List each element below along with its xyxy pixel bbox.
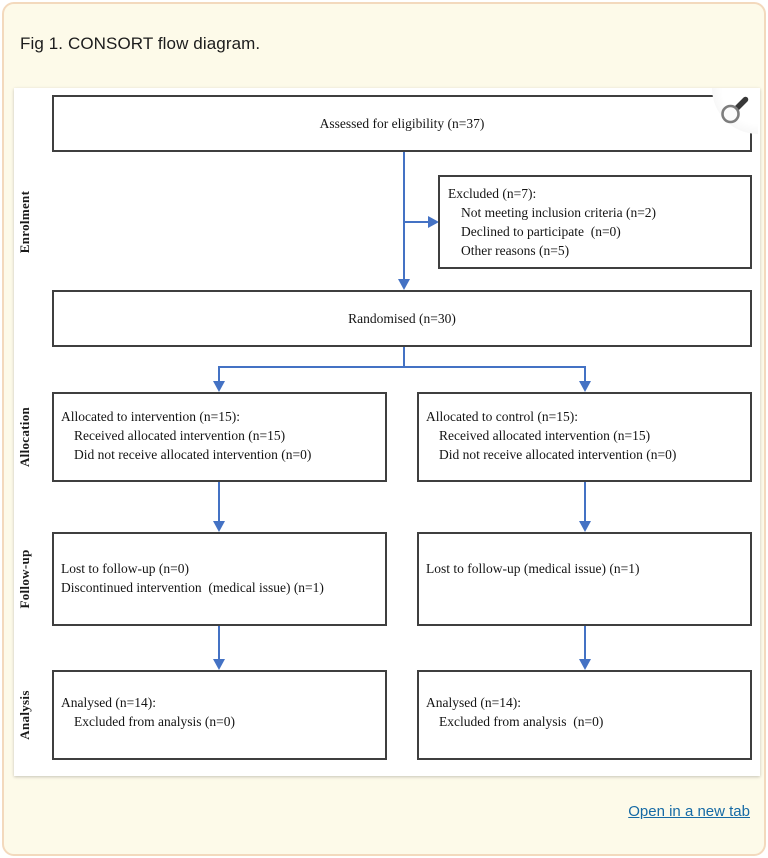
box-allocated-to-control: Allocated to control (n=15): Received al… [417, 392, 752, 482]
arrow-to-alloc-right-head [579, 381, 591, 392]
arrow-followup-to-analysis-right-head [579, 659, 591, 670]
box-randomised: Randomised (n=30) [52, 290, 752, 347]
box-analysis-intervention: Analysed (n=14): Excluded from analysis … [52, 670, 387, 760]
consort-diagram: Enrolment Allocation Follow-up Analysis … [14, 88, 760, 776]
stage-label-followup: Follow-up [17, 549, 32, 609]
box-assessed-for-eligibility: Assessed for eligibility (n=37) [52, 95, 752, 152]
arrow-assessed-to-randomised-line [403, 152, 405, 279]
box-text: Assessed for eligibility (n=37) [319, 116, 485, 131]
box-text: Received allocated intervention (n=15) [439, 428, 651, 443]
arrow-assessed-to-randomised-head [398, 279, 410, 290]
box-followup-intervention: Lost to follow-up (n=0) Discontinued int… [52, 532, 387, 626]
arrow-alloc-to-followup-right-head [579, 521, 591, 532]
stage-label-analysis: Analysis [17, 690, 32, 740]
box-text: Excluded from analysis (n=0) [74, 714, 235, 729]
box-excluded: Excluded (n=7): Not meeting inclusion cr… [438, 175, 752, 269]
arrow-to-alloc-left-head [213, 381, 225, 392]
arrow-alloc-to-followup-right-line [584, 482, 586, 521]
open-in-new-tab-link[interactable]: Open in a new tab [628, 803, 750, 820]
arrow-followup-to-analysis-left-head [213, 659, 225, 670]
arrow-to-alloc-left-line [218, 366, 220, 381]
arrow-alloc-to-followup-left-line [218, 482, 220, 521]
box-text: Allocated to intervention (n=15): [61, 409, 240, 424]
stage-label-enrolment: Enrolment [17, 190, 32, 254]
box-text: Lost to follow-up (n=0) [61, 561, 189, 576]
box-text: Analysed (n=14): [61, 695, 156, 710]
box-analysis-control: Analysed (n=14): Excluded from analysis … [417, 670, 752, 760]
box-followup-control: Lost to follow-up (medical issue) (n=1) [417, 532, 752, 626]
box-text: Excluded from analysis (n=0) [439, 714, 604, 729]
box-text: Analysed (n=14): [426, 695, 521, 710]
box-text: Did not receive allocated intervention (… [74, 447, 312, 462]
arrow-to-alloc-right-line [584, 366, 586, 381]
box-text: Declined to participate (n=0) [461, 224, 621, 239]
box-text: Allocated to control (n=15): [426, 409, 578, 424]
arrow-followup-to-analysis-left-line [218, 626, 220, 659]
stage-label-allocation: Allocation [17, 406, 32, 468]
box-text: Lost to follow-up (medical issue) (n=1) [426, 561, 640, 576]
arrow-alloc-to-followup-left-head [213, 521, 225, 532]
box-text: Randomised (n=30) [348, 311, 456, 326]
box-text: Did not receive allocated intervention (… [439, 447, 677, 462]
figure-caption: Fig 1. CONSORT flow diagram. [20, 34, 261, 53]
split-horizontal-line [218, 366, 586, 368]
box-text: Not meeting inclusion criteria (n=2) [461, 205, 657, 220]
arrow-to-excluded-head [428, 216, 439, 228]
box-text: Other reasons (n=5) [461, 243, 570, 258]
zoom-figure-button[interactable] [712, 88, 758, 134]
box-text: Received allocated intervention (n=15) [74, 428, 286, 443]
box-text: Excluded (n=7): [448, 186, 537, 201]
arrow-to-excluded-line [405, 221, 428, 223]
box-allocated-to-intervention: Allocated to intervention (n=15): Receiv… [52, 392, 387, 482]
box-text: Discontinued intervention (medical issue… [61, 580, 324, 595]
arrow-followup-to-analysis-right-line [584, 626, 586, 659]
split-stub-line [403, 347, 405, 368]
